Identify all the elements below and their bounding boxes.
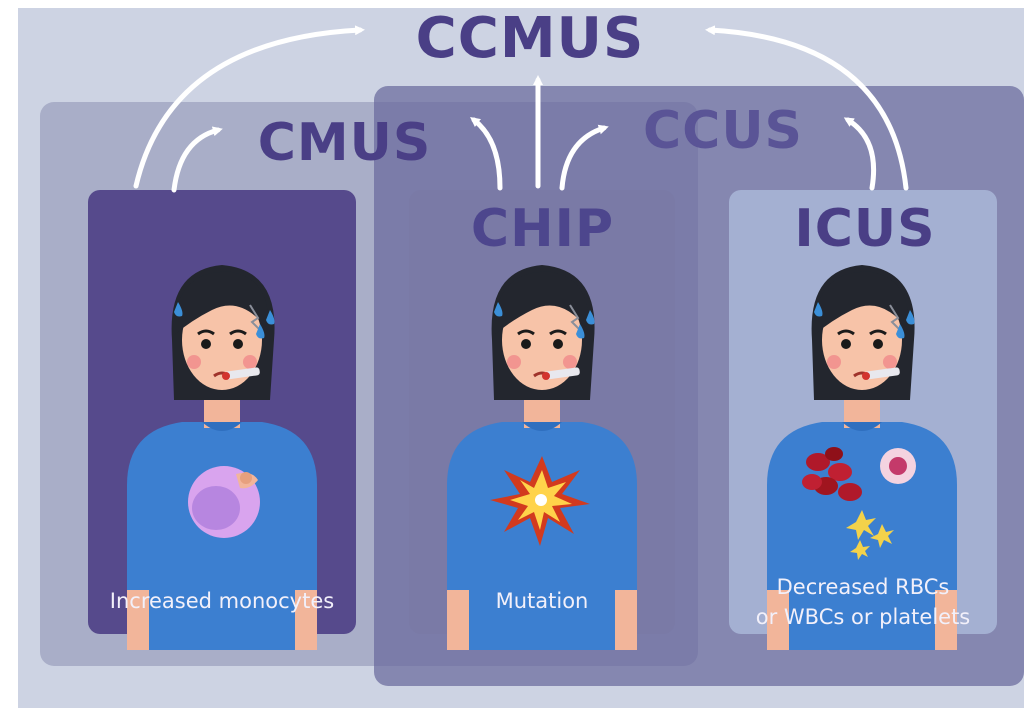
arrow-to-ccus-left xyxy=(559,124,609,191)
arrow-to-ccus-right xyxy=(843,117,877,191)
title-ccus: CCUS xyxy=(643,101,803,161)
title-icus: ICUS xyxy=(794,199,936,259)
arrow-to-cmus-left xyxy=(171,126,223,193)
title-ccmus: CCMUS xyxy=(415,6,645,71)
arrow-to-cmus-right xyxy=(470,116,503,191)
caption-mutation: Mutation xyxy=(495,589,589,613)
arrow-to-ccmus-right xyxy=(705,25,909,191)
caption-icus-line2: or WBCs or platelets xyxy=(755,605,971,629)
blood-cells-icon xyxy=(802,447,916,560)
caption-icus-line1: Decreased RBCs xyxy=(776,575,950,599)
mutation-burst-icon xyxy=(490,456,590,546)
title-cmus: CMUS xyxy=(257,113,432,173)
arrow-to-ccmus-left xyxy=(133,25,365,189)
title-chip: CHIP xyxy=(470,199,615,259)
caption-increased-monocytes: Increased monocytes xyxy=(109,589,335,613)
monocyte-cell-icon xyxy=(188,466,260,538)
